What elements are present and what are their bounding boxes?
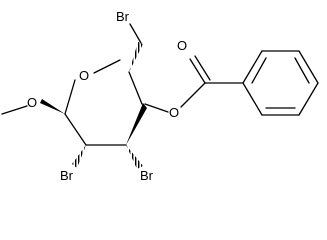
c2-bromine-label: Br [60,168,74,183]
bond-carbonyl-double-b [194,55,211,81]
bond-c4-ester-o [144,103,169,113]
bond-o5-c5 [93,59,121,74]
phenyl-bond-3 [298,50,319,84]
hashed-bond-c3-br [126,145,143,169]
phenyl-inner-bond-2 [294,57,310,84]
bond-carbonyl-double-a [189,58,206,84]
bond-c4-c5 [128,71,143,105]
phenyl-bond-6 [242,82,263,116]
ester-carbonyl-oxygen-label: O [177,38,187,53]
c3-bromine-label: Br [140,168,154,183]
molecule-structure: O O O O Br Br Br [1,9,319,183]
phenyl-bond-1 [242,50,263,84]
bond-o5-c1 [64,79,76,115]
phenyl-inner-bond-1 [251,57,267,84]
bond-methoxy-methyl [1,105,28,115]
ester-linking-oxygen-label: O [169,105,179,120]
wedge-bond-c1-methoxy [40,99,65,114]
ring-oxygen-label: O [79,68,89,83]
bond-ch2-br [129,23,142,44]
bromomethyl-bromine-label: Br [116,9,130,24]
phenyl-bond-4 [298,82,319,116]
phenyl-ring [242,50,319,116]
bond-c1-c2 [64,113,87,146]
bond-o-carbonyl-c [180,82,206,108]
hashed-bond-c5-ch2 [129,42,143,72]
pyranose-ring [64,59,143,146]
methoxy-oxygen-label: O [27,95,37,110]
hashed-bond-c2-br [72,145,86,168]
wedge-bond-c3-c4 [126,103,147,145]
